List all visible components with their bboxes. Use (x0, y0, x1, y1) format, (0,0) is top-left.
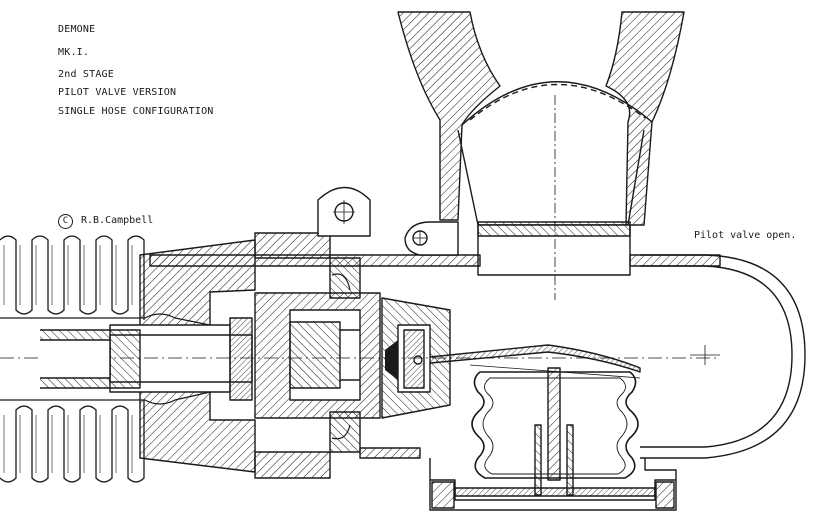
housing-bottom-wall (359, 447, 421, 459)
pilot-lever (419, 344, 641, 373)
hose-corrugations (0, 235, 145, 483)
annotation-label: Pilot valve open. (694, 230, 797, 241)
mouthpiece-left-limb (397, 11, 501, 221)
hose-inner-tube (0, 313, 211, 326)
exhaust-housing (429, 458, 677, 511)
title-line-1: DEMONE (58, 24, 96, 35)
title-line-4: PILOT VALVE VERSION (58, 87, 177, 98)
mouthpiece-bite-arc (461, 81, 653, 126)
bellows-diaphragm (471, 371, 639, 479)
mouthpiece-right-limb (605, 11, 685, 226)
title-line-5: SINGLE HOSE CONFIGURATION (58, 106, 214, 117)
title-line-2: MK.I. (58, 47, 90, 58)
author-name: R.B.Campbell (81, 215, 154, 226)
author-credit: C R.B.Campbell (58, 214, 153, 229)
copyright-icon: C (58, 214, 73, 229)
housing-end-cap (640, 254, 806, 459)
title-line-3: 2nd STAGE (58, 69, 114, 80)
